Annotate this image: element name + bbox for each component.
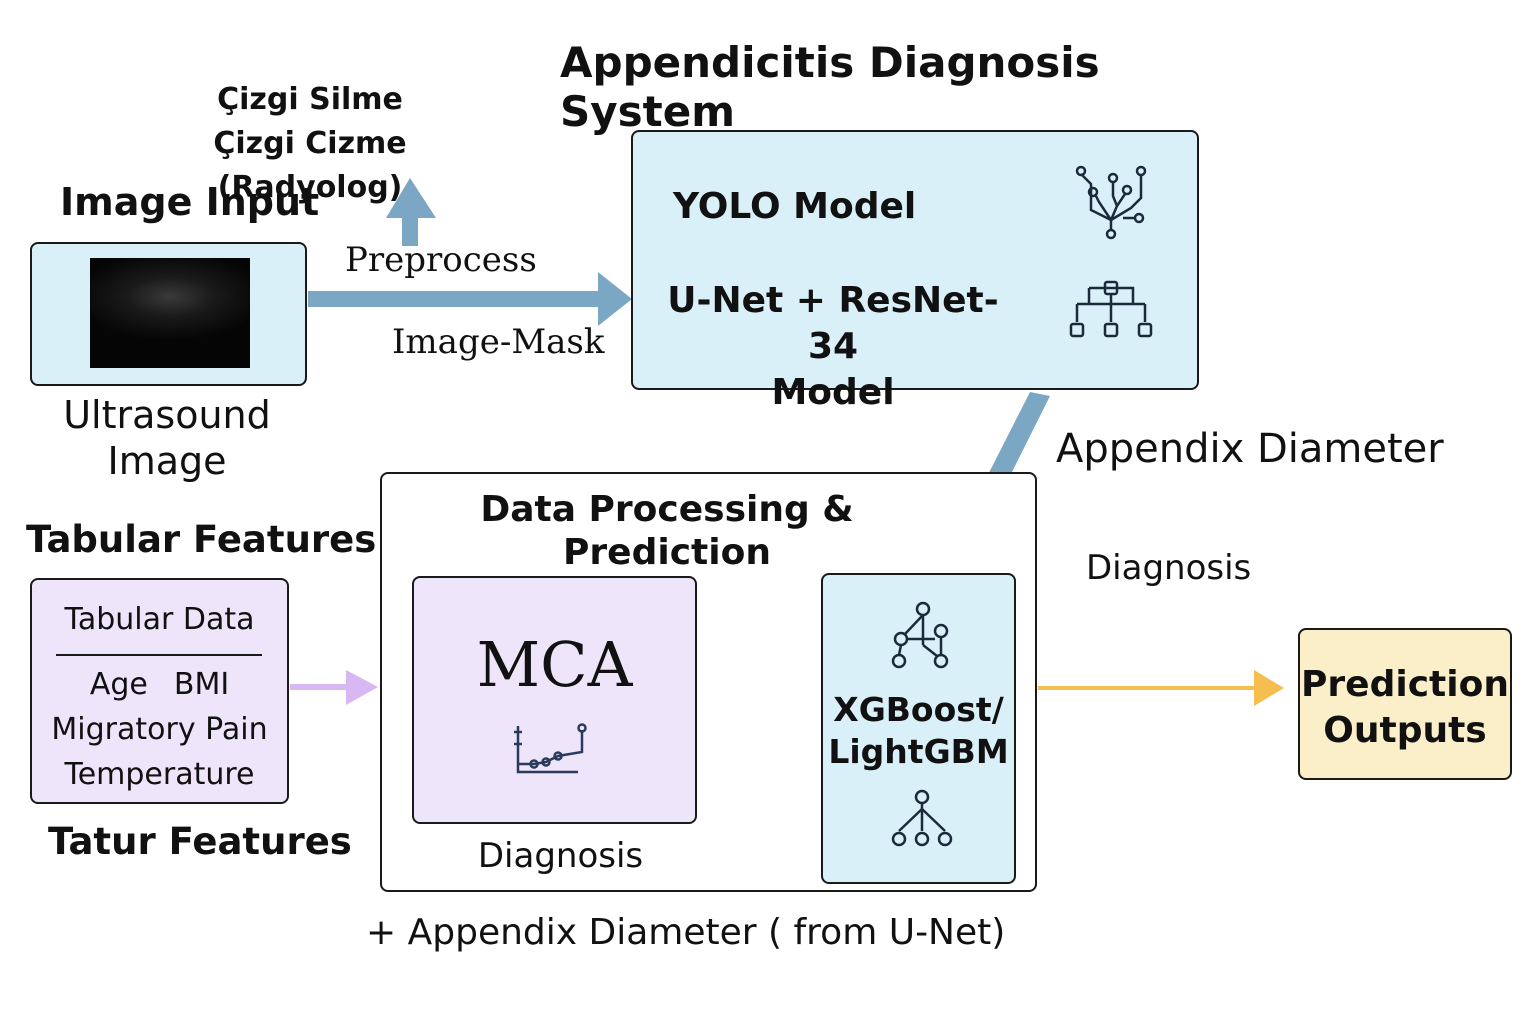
image-input-heading: Image Input: [60, 180, 320, 224]
unet-model-label: U-Net + ResNet-34 Model: [663, 278, 1003, 416]
data-processing-title: Data Processing & Prediction: [462, 488, 872, 574]
tabular-to-processing-arrow: [290, 670, 378, 705]
xgboost-label: XGBoost/ LightGBM: [823, 689, 1014, 773]
tabular-row-1: Age BMI: [32, 662, 287, 707]
tree-nodes-icon: [891, 789, 953, 847]
mca-label: MCA: [476, 628, 633, 701]
image-caption-line-1: Ultrasound: [63, 393, 271, 437]
mca-diagnosis-caption: Diagnosis: [477, 836, 644, 876]
image-to-model-arrow: [308, 272, 632, 326]
image-input-box: [30, 242, 307, 386]
network-nodes-icon: [891, 601, 949, 669]
mca-box: MCA: [412, 576, 697, 824]
prediction-outputs-box: Prediction Outputs: [1298, 628, 1512, 780]
preprocess-label: Preprocess: [345, 240, 537, 280]
data-processing-title-line-1: Data Processing &: [480, 489, 854, 530]
data-processing-title-line-2: Prediction: [563, 532, 771, 573]
feature-age: Age: [89, 667, 148, 702]
up-arrow-to-annotation: [386, 178, 436, 246]
xgboost-to-output-arrow: [1038, 670, 1284, 706]
prediction-outputs-label: Prediction Outputs: [1300, 662, 1510, 754]
unet-model-line-1: U-Net + ResNet-34: [667, 280, 999, 367]
tabular-divider: [56, 654, 262, 656]
diagnosis-side-label: Diagnosis: [1086, 548, 1252, 588]
models-box: YOLO Model U-Net + ResNet-34 Model: [631, 130, 1199, 413]
page-title: Appendicitis Diagnosis System: [560, 38, 1100, 136]
feature-temperature: Temperature: [64, 757, 255, 792]
line-chart-icon: [514, 723, 587, 774]
tabular-features-heading: Tabular Features: [26, 518, 377, 561]
image-mask-label: Image-Mask: [392, 322, 605, 362]
tabular-data-box: Tabular Data Age BMI Migratory Pain Tempe…: [30, 578, 289, 804]
feature-bmi: BMI: [173, 667, 230, 702]
yolo-model-label: YOLO Model: [673, 186, 917, 227]
tabular-data-title: Tabular Data: [64, 602, 255, 637]
annotation-line-1: Çizgi Silme: [217, 82, 403, 117]
footnote: + Appendix Diameter ( from U-Net): [366, 912, 1006, 953]
feature-migratory-pain: Migratory Pain: [51, 712, 268, 747]
unet-model-line-2: Model: [771, 372, 895, 413]
appendix-diameter-label: Appendix Diameter: [1056, 426, 1444, 472]
hierarchy-network-icon: [1069, 280, 1153, 338]
prediction-outputs-line-1: Prediction: [1301, 664, 1509, 705]
image-caption: Ultrasound Image: [40, 392, 294, 484]
prediction-outputs-line-2: Outputs: [1323, 710, 1487, 751]
annotation-line-2: Çizgi Cizme (Radyolog): [213, 126, 407, 205]
xgboost-line-1: XGBoost/: [833, 690, 1004, 729]
tabular-features-list: Age BMI Migratory Pain Temperature: [32, 662, 287, 797]
xgboost-box: XGBoost/ LightGBM: [821, 573, 1016, 884]
circuit-tree-icon: [1075, 165, 1147, 240]
tatur-features-label: Tatur Features: [48, 820, 352, 863]
ultrasound-image: [90, 258, 250, 368]
annotation: Çizgi Silme Çizgi Cizme (Radyolog): [130, 78, 490, 210]
image-caption-line-2: Image: [107, 439, 227, 483]
xgboost-line-2: LightGBM: [828, 732, 1009, 771]
